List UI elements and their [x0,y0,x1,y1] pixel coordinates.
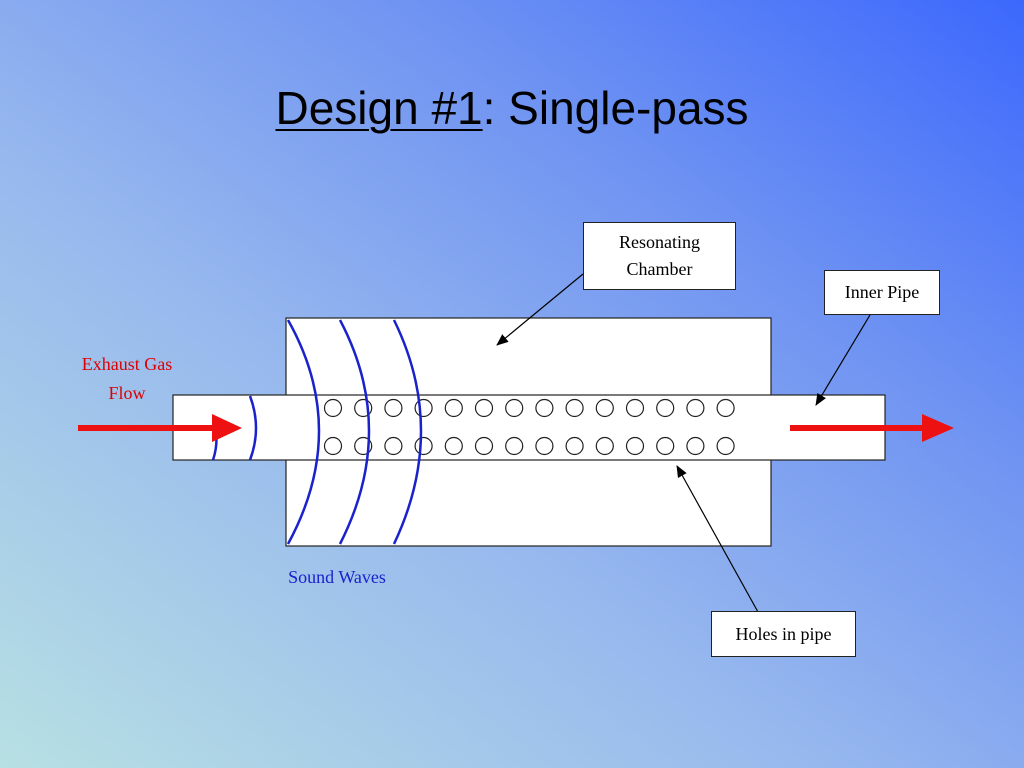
pipe-hole [595,436,614,456]
inner-pipe-callout: Inner Pipe [824,270,940,315]
pipe-hole [595,398,614,418]
pipe-hole [565,398,584,418]
resonating-chamber-callout: Resonating Chamber [583,222,736,290]
holes-leader-arrow [676,465,759,613]
pipe-hole [565,436,584,456]
pipe-hole [444,436,463,456]
pipe-hole [474,398,494,418]
pipe-hole [656,398,675,418]
sound-waves [211,319,423,545]
pipe-hole [505,436,524,456]
pipe-hole [625,398,645,418]
exhaust-gas-flow-label: Exhaust Gas Flow [81,354,173,403]
pipe-holes [323,398,735,456]
pipe-hole [716,398,735,418]
pipe-hole [686,436,705,456]
pipe-hole [535,398,554,418]
chamber-leader-arrow [496,273,584,346]
inner-pipe-leader-arrow [815,314,871,406]
pipe-hole [625,436,645,456]
flow-arrow-out [790,414,954,442]
title-main: Design #1 [275,82,483,134]
sound-wave-2 [248,395,258,461]
pipe-hole [323,436,343,456]
sound-wave-5 [392,319,423,545]
pipe-hole [384,398,403,418]
pipe-hole [414,398,433,418]
sound-wave-4 [338,319,371,545]
pipe-hole [384,436,403,456]
sound-waves-label: Sound Waves [288,567,386,587]
pipe-hole [323,398,343,418]
pipe-hole [444,398,463,418]
pipe-hole [656,436,675,456]
sound-wave-3 [286,319,321,545]
holes-in-pipe-callout: Holes in pipe [711,611,856,657]
pipe-hole [535,436,554,456]
title-rest: : Single-pass [482,82,749,134]
pipe-hole [716,436,735,456]
slide-title: Design #1: Single-pass [0,82,1024,135]
pipe-hole [686,398,705,418]
pipe-hole [474,436,494,456]
pipe-hole [414,436,433,456]
pipe-hole [505,398,524,418]
flow-arrow-in [78,414,242,442]
inner-pipe [172,394,886,461]
